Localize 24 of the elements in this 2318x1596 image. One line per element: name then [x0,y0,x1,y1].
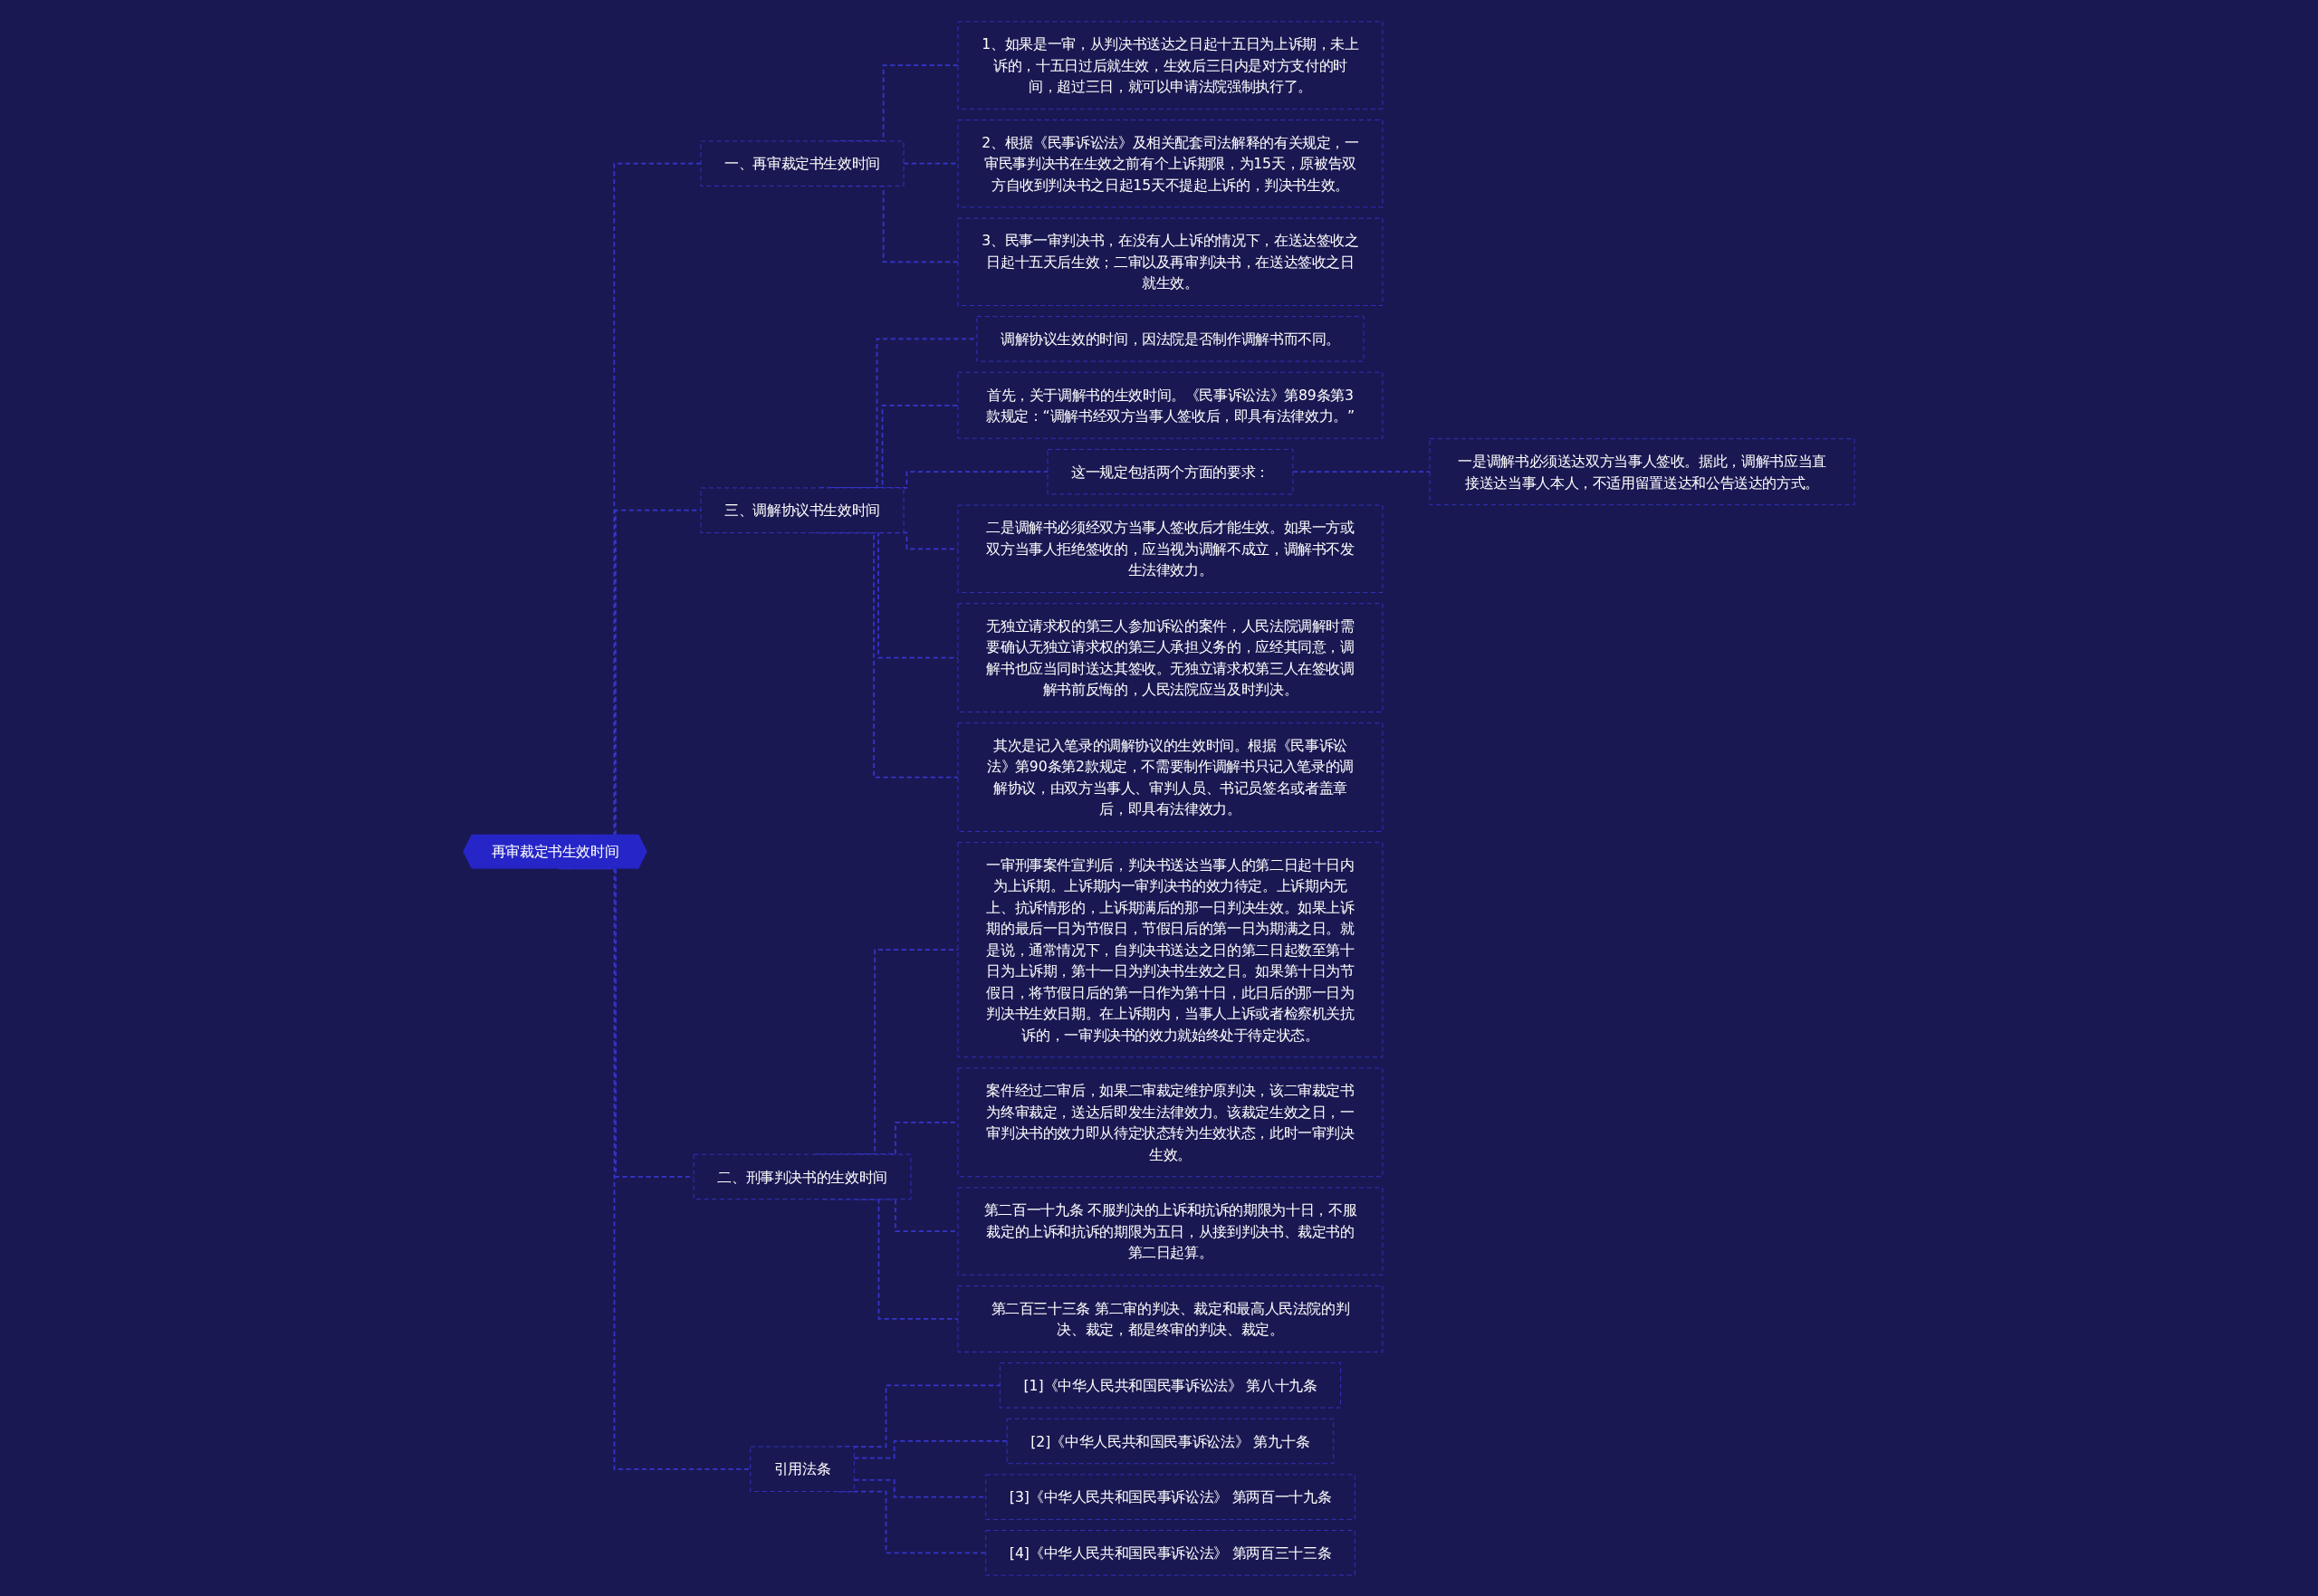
node-box: 案件经过二审后，如果二审裁定维护原判决，该二审裁定书为终审裁定，送达后即发生法律效力。该裁定生效之日，一审判决书的效力即从待定状态转为生效状态，此时一审判决生效。 [957,1066,1384,1177]
node-box: 调解协议生效的时间，因法院是否制作调解书而不同。 [976,315,1365,362]
node-box: 一、再审裁定书生效时间 [700,140,905,186]
node-box: 首先，关于调解书的生效时间。《民事诉讼法》第89条第3款规定：“调解书经双方当事人签收后，即具有法律效力。” [957,371,1384,439]
node-box: 无独立请求权的第三人参加诉讼的案件，人民法院调解时需要确认无独立请求权的第三人承担义务的，应经其同意，调解书也应当同时送达其签收。无独立请求权第三人在签收调解书前反悔的，人民法院应当及时判决。 [957,602,1384,712]
node-box: [3]《中华人民共和国民事诉讼法》 第两百一十九条 [985,1473,1355,1520]
node-box: 引用法条 [750,1446,855,1492]
node-box: 其次是记入笔录的调解协议的生效时间。根据《民事诉讼法》第90条第2款规定，不需要制作调解书只记入笔录的调解协议，由双方当事人、审判人员、书记员签名或者盖章后，即具有法律效力。 [957,722,1384,832]
node-box: 2、根据《民事诉讼法》及相关配套司法解释的有关规定，一审民事判决书在生效之前有个上诉期限，为15天，原被告双方自收到判决书之日起15天不提起上诉的，判决书生效。 [957,119,1384,207]
node-box: [2]《中华人民共和国民事诉讼法》 第九十条 [1006,1418,1335,1464]
node-box: 第二百三十三条 第二审的判决、裁定和最高人民法院的判决、裁定，都是终审的判决、裁定。 [957,1285,1384,1352]
node-box: 二、刑事判决书的生效时间 [693,1153,912,1199]
node-box: 一审刑事案件宣判后，判决书送达当事人的第二日起十日内为上诉期。上诉期内一审判决书的效力待定。上诉期内无上、抗诉情形的，上诉期满后的那一日判决生效。如果上诉期的最后一日为节假日，节假日后的第一日为期满之日。就是说，通常情况下，自判决书送达之日的第二日起数至第十日为上诉期，第十一日为判决书生效之日。如果第十日为节假日，将节假日后的第一日作为第十日，此日后的那一日为判决书生效日期。在上诉期内，当事人上诉或者检察机关抗诉的，一审判决书的效力就始终处于待定状态。 [957,841,1384,1057]
node-box: 第二百一十九条 不服判决的上诉和抗诉的期限为十日，不服裁定的上诉和抗诉的期限为五日，从接到判决书、裁定书的第二日起算。 [957,1186,1384,1276]
node-box: 三、调解协议书生效时间 [700,487,905,533]
node-box: [4]《中华人民共和国民事诉讼法》 第两百三十三条 [985,1529,1355,1575]
node-box: 3、民事一审判决书，在没有人上诉的情况下，在送达签收之日起十五天后生效；二审以及再审判决书，在送达签收之日就生效。 [957,217,1384,306]
connector [1292,470,1431,473]
connector [853,1439,1009,1459]
node-box: 1、如果是一审，从判决书送达之日起十五日为上诉期，未上诉的，十五日过后就生效，生效后三日内是对方支付的时间，超过三日，就可以申请法院强制执行了。 [957,21,1384,110]
node-box: 一是调解书必须送达双方当事人签收。据此，调解书应当直接送达当事人本人，不适用留置送达和公告送达的方式。 [1429,437,1855,505]
node-box: 二是调解书必须经双方当事人签收后才能生效。如果一方或双方当事人拒绝签收的，应当视为调解不成立，调解书不发生法律效力。 [957,504,1384,593]
node-box: 这一规定包括两个方面的要求： [1047,448,1294,494]
node-box: [1]《中华人民共和国民事诉讼法》 第八十九条 [999,1362,1342,1408]
